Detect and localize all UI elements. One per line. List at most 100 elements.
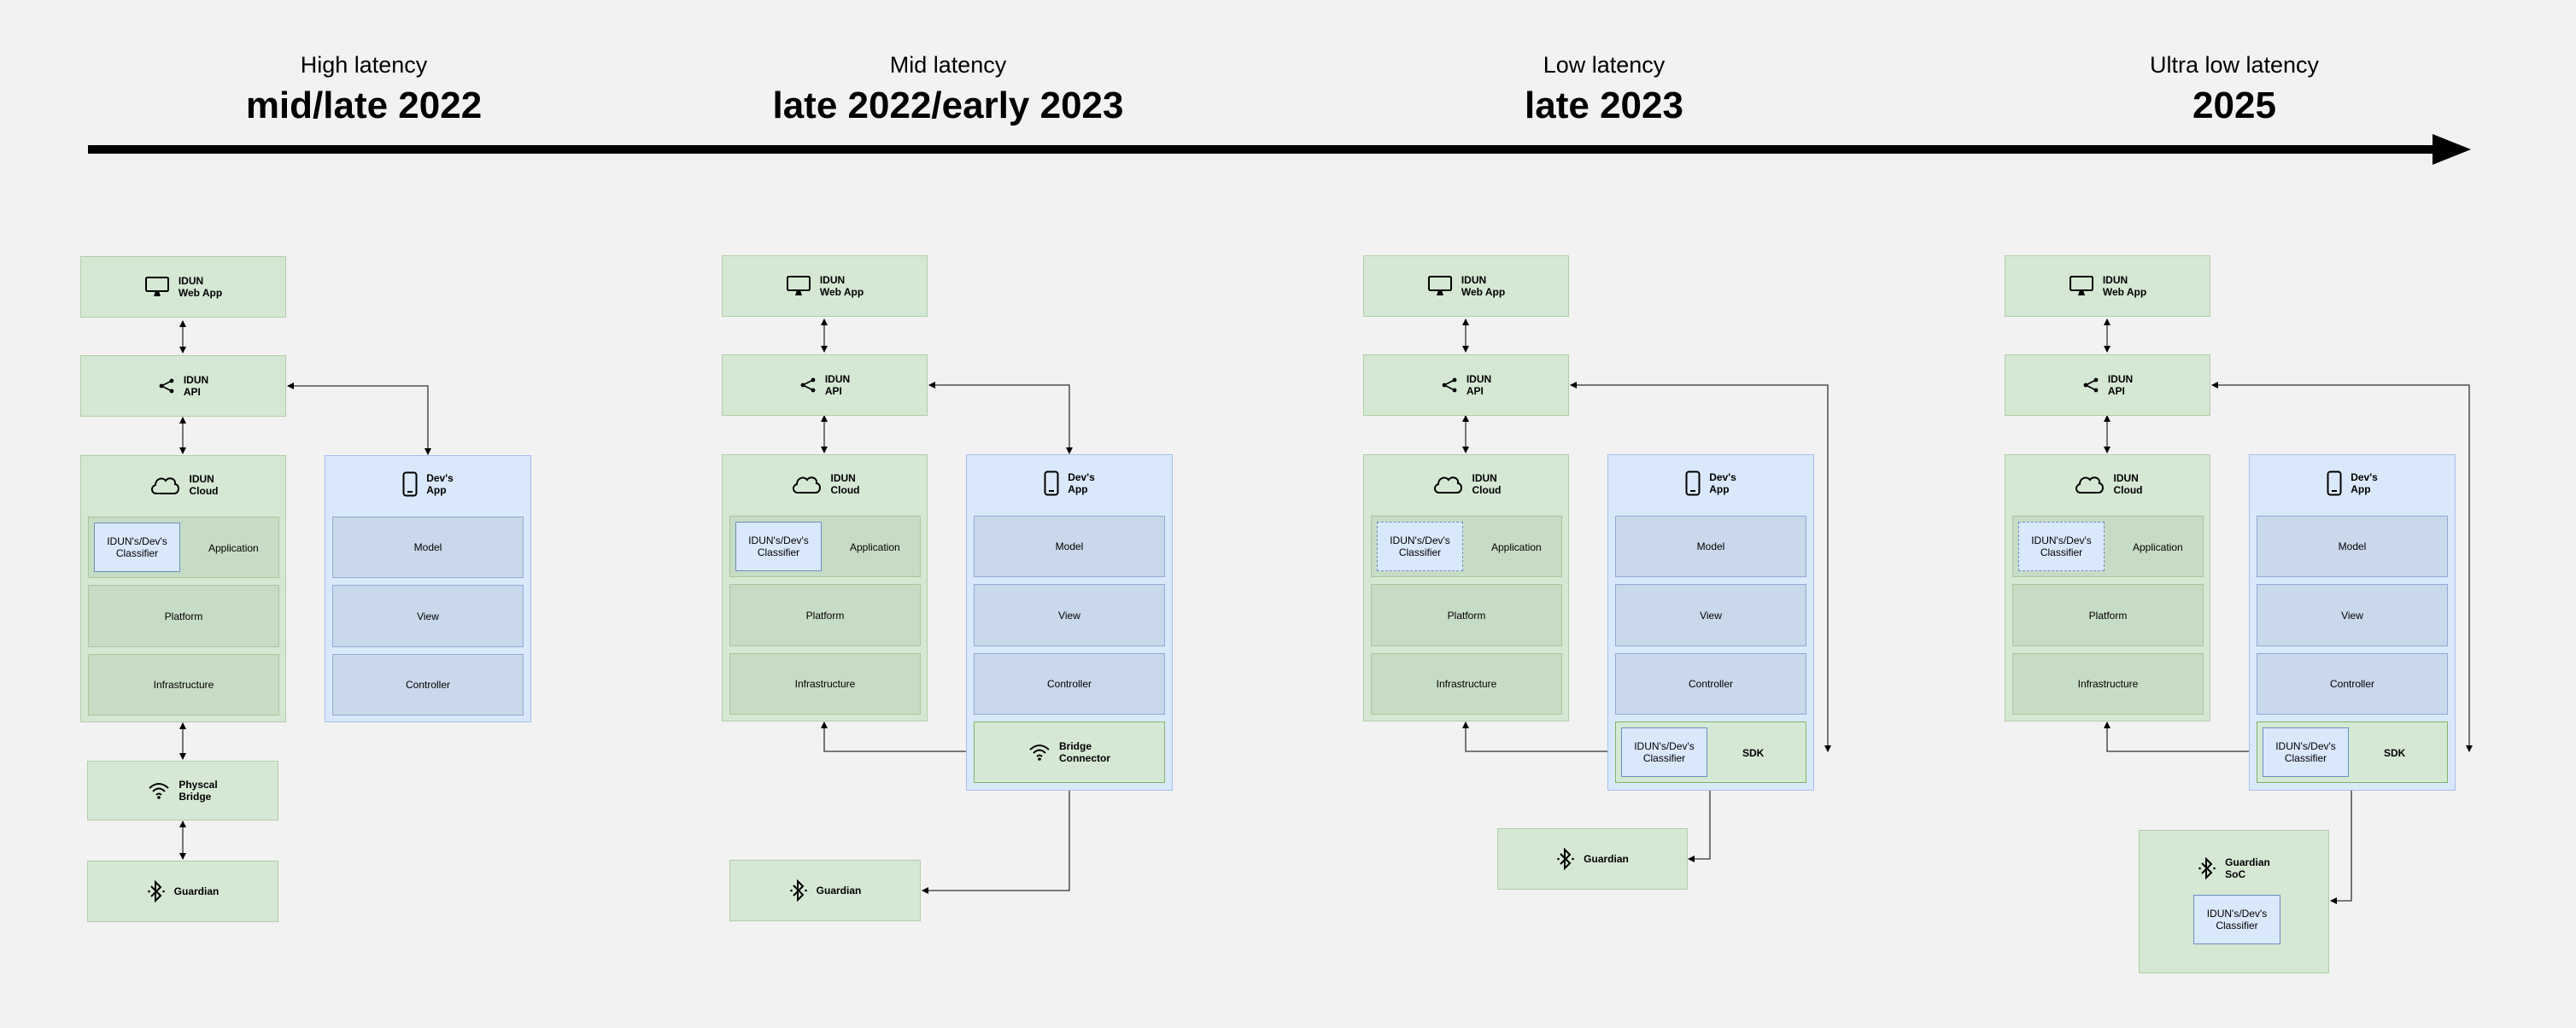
share-icon [800, 377, 816, 393]
view-label: View [2341, 609, 2363, 622]
share-icon [1442, 377, 1457, 393]
devapp-line2: App [1709, 483, 1730, 495]
share-icon [2083, 377, 2099, 393]
web-app-line2: Web App [1461, 286, 1506, 298]
d3-infrastructure: Infrastructure [1371, 653, 1562, 715]
phase-3-period: late 2023 [1525, 85, 1683, 126]
api-line1: IDUN [2107, 373, 2134, 385]
d2-controller: Controller [974, 653, 1165, 715]
d3-controller: Controller [1615, 653, 1806, 715]
phase-2-period: late 2022/early 2023 [772, 85, 1124, 126]
timeline-arrow [88, 134, 2471, 165]
phase-1-header: High latency mid/late 2022 [65, 51, 663, 128]
api-line2: API [2107, 385, 2125, 397]
wifi-icon [1029, 745, 1050, 761]
sdk-label: SDK [2384, 747, 2406, 759]
classifier-line1: IDUN's/Dev's [1634, 740, 1695, 752]
guardian-label: Guardian [816, 885, 862, 897]
web-app-line1: IDUN [1461, 274, 1487, 286]
phone-icon [402, 471, 418, 497]
classifier-line2: Classifier [2216, 920, 2258, 932]
classifier-line2: Classifier [757, 546, 800, 558]
view-label: View [1058, 609, 1080, 622]
d1-guardian: Guardian [87, 861, 278, 922]
classifier-line1: IDUN's/Dev's [2206, 908, 2268, 920]
phase-3-header: Low latency late 2023 [1305, 51, 1903, 128]
phase-2-latency: Mid latency [889, 52, 1007, 78]
phase-2-header: Mid latency late 2022/early 2023 [649, 51, 1247, 128]
devapp-line1: Dev's [1068, 471, 1095, 483]
phase-4-period: 2025 [2193, 85, 2276, 126]
classifier-line2: Classifier [115, 547, 159, 559]
d4-view: View [2257, 584, 2448, 646]
cloud-line2: Cloud [1472, 484, 1502, 496]
d2-infrastructure: Infrastructure [729, 653, 921, 715]
controller-label: Controller [1688, 678, 1734, 690]
classifier-line1: IDUN's/Dev's [107, 535, 167, 547]
wifi-icon [149, 783, 169, 799]
sdk-label: SDK [1742, 747, 1765, 759]
controller-label: Controller [2329, 678, 2375, 690]
bluetooth-icon [789, 879, 807, 902]
controller-label: Controller [1046, 678, 1092, 690]
infrastructure-label: Infrastructure [2077, 678, 2139, 690]
controller-label: Controller [405, 679, 451, 691]
classifier-line2: Classifier [2284, 752, 2327, 764]
d4-model: Model [2257, 516, 2448, 577]
d4-infrastructure: Infrastructure [2012, 653, 2204, 715]
monitor-icon [144, 277, 169, 296]
monitor-icon [1427, 276, 1452, 295]
cloud-icon [150, 477, 179, 494]
bridge-connector-line2: Connector [1059, 752, 1110, 764]
d1-infrastructure: Infrastructure [88, 654, 279, 716]
guardian-soc-line2: SoC [2225, 868, 2246, 880]
d3-guardian: Guardian [1497, 828, 1688, 890]
infrastructure-label: Infrastructure [153, 679, 214, 691]
d3-model: Model [1615, 516, 1806, 577]
web-app-line1: IDUN [178, 275, 204, 287]
d3-platform: Platform [1371, 584, 1562, 646]
api-line1: IDUN [824, 373, 851, 385]
model-label: Model [2338, 540, 2367, 552]
bluetooth-icon [147, 880, 165, 902]
d4-platform: Platform [2012, 584, 2204, 646]
phase-3-latency: Low latency [1543, 52, 1666, 78]
view-label: View [417, 610, 439, 622]
devapp-line2: App [426, 484, 447, 496]
web-app-line1: IDUN [819, 274, 846, 286]
api-line2: API [824, 385, 842, 397]
phase-1-latency: High latency [300, 52, 428, 78]
guardian-label: Guardian [1584, 853, 1629, 865]
application-label: Application [850, 541, 900, 553]
platform-label: Platform [2088, 609, 2128, 622]
d1-view: View [332, 585, 524, 647]
phone-icon [1685, 470, 1701, 496]
d4-controller: Controller [2257, 653, 2448, 715]
classifier-line2: Classifier [1642, 752, 1686, 764]
infrastructure-label: Infrastructure [794, 678, 856, 690]
platform-label: Platform [164, 610, 203, 622]
api-line2: API [183, 386, 201, 398]
classifier-line1: IDUN's/Dev's [748, 534, 809, 546]
web-app-line2: Web App [2102, 286, 2147, 298]
cloud-line2: Cloud [2113, 484, 2143, 496]
